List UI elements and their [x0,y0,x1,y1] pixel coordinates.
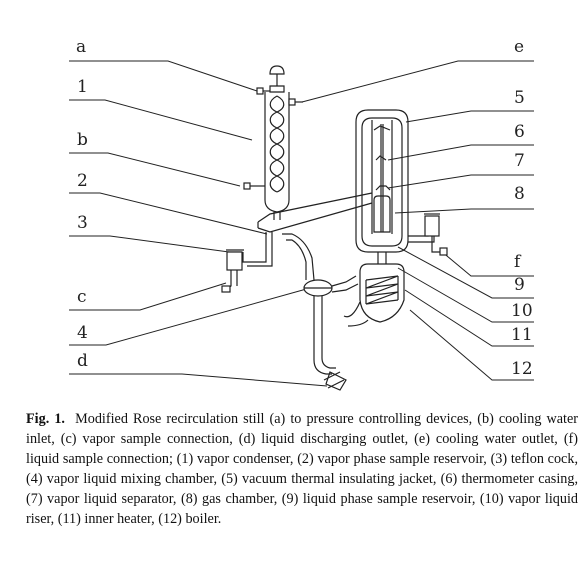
apparatus [221,65,448,391]
label-e: e [514,37,524,57]
label-4: 4 [77,323,88,343]
label-7: 7 [514,151,525,171]
label-b: b [77,130,88,150]
label-2: 2 [77,171,88,191]
label-10: 10 [511,301,533,321]
caption-label: Fig. 1. [26,411,65,427]
left-labels: a 1 b 2 3 c 4 d [69,37,328,387]
label-9: 9 [514,275,525,295]
caption-text: Modified Rose recirculation still (a) to… [26,411,579,527]
figure-caption: Fig. 1. Modified Rose recirculation stil… [26,409,578,529]
label-8: 8 [514,184,525,204]
right-labels: e 5 6 7 8 f 9 10 11 12 [301,37,534,381]
label-3: 3 [77,213,88,233]
label-5: 5 [514,88,525,108]
label-12: 12 [511,359,533,379]
label-a: a [76,37,86,57]
label-f: f [514,252,522,272]
label-6: 6 [514,122,525,142]
label-c: c [77,287,87,307]
apparatus-diagram: a 1 b 2 3 c 4 d e 5 6 7 8 f 9 10 [69,37,534,391]
label-1: 1 [77,77,88,97]
label-11: 11 [511,325,533,345]
label-d: d [77,351,88,371]
